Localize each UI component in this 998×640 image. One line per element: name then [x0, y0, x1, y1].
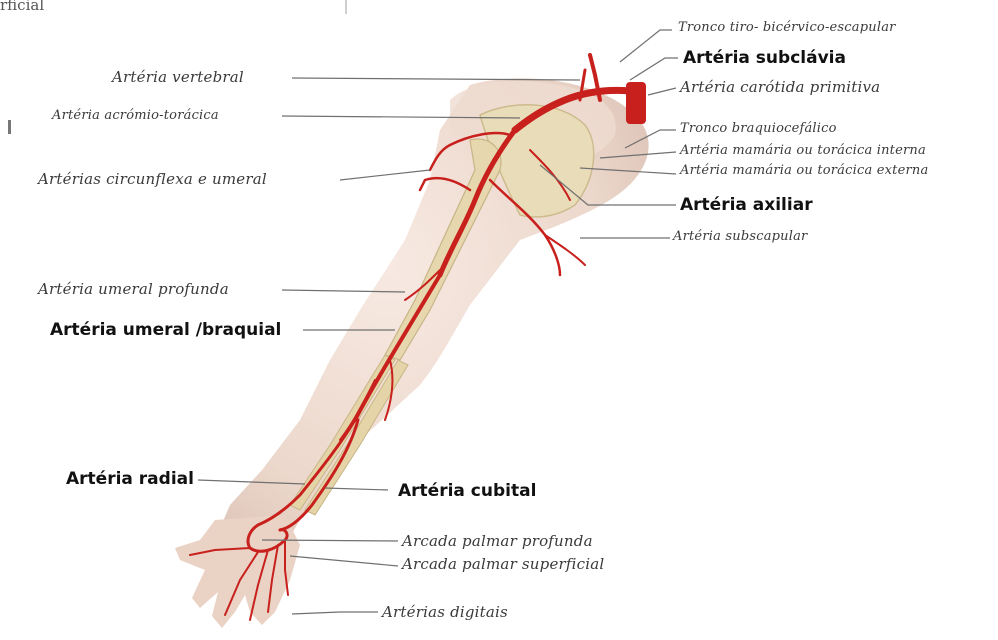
- label-umeral-profunda: Artéria umeral profunda: [38, 280, 229, 298]
- leader-carotida: [648, 88, 676, 95]
- label-mamaria-externa: Artéria mamária ou torácica externa: [680, 163, 928, 178]
- label-mamaria-interna: Artéria mamária ou torácica interna: [680, 143, 926, 158]
- subscapular-branch-2: [545, 235, 585, 265]
- hand-shape: [175, 515, 300, 628]
- leader-arcada-superficial: [290, 556, 398, 566]
- label-braquiocefalico: Tronco braquiocefálico: [680, 121, 837, 136]
- label-arcada-superficial: Arcada palmar superficial: [402, 555, 604, 573]
- label-acromio: Artéria acrómio-torácica: [52, 108, 219, 123]
- label-umeral-braquial: Artéria umeral /braquial: [50, 320, 281, 340]
- label-arcada-profunda: Arcada palmar profunda: [402, 532, 593, 550]
- leader-subclavia: [630, 58, 678, 80]
- label-vertebral: Artéria vertebral: [112, 68, 244, 86]
- label-radial: Artéria radial: [66, 469, 194, 489]
- label-subescapular: Artéria subscapular: [673, 229, 807, 244]
- leader-tronco-tiro: [620, 30, 672, 62]
- leader-cubital: [325, 488, 388, 490]
- aorta-stump: [626, 82, 646, 124]
- label-axilar: Artéria axiliar: [680, 195, 813, 215]
- label-tronco-tiro: Tronco tiro- bicérvico-escapular: [678, 20, 896, 35]
- label-cubital: Artéria cubital: [398, 481, 536, 501]
- label-digitais: Artérias digitais: [382, 603, 508, 621]
- label-circunflexa: Artérias circunflexa e umeral: [38, 170, 267, 188]
- leader-digitais: [292, 612, 378, 614]
- label-carotida: Artéria carótida primitiva: [680, 78, 880, 96]
- leader-circunflexa: [340, 170, 430, 180]
- label-subclavia: Artéria subclávia: [683, 48, 846, 68]
